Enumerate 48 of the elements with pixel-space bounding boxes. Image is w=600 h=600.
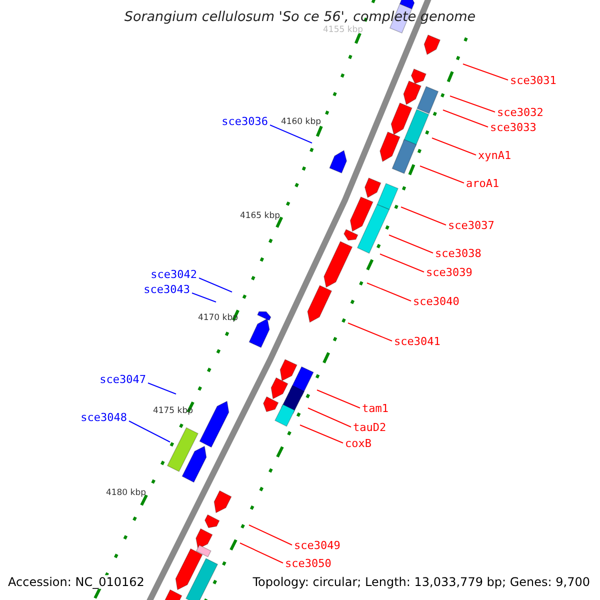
- scale-label: 4165 kbp: [240, 210, 280, 223]
- leader-line: [420, 166, 464, 184]
- gene-label: sce3042: [150, 268, 197, 282]
- leader-line: [316, 390, 360, 408]
- gene-label: coxB: [345, 437, 372, 451]
- gene-label: sce3040: [413, 295, 460, 309]
- gene-label: sce3039: [426, 266, 472, 280]
- leader-line: [380, 254, 424, 272]
- gene-label: sce3036: [222, 115, 268, 129]
- scale-label: 4155 kbp: [323, 24, 364, 37]
- leader-line: [366, 282, 412, 302]
- leader-line: [442, 110, 488, 128]
- leader-line: [248, 524, 292, 546]
- accession-text: Accession: NC_010162: [8, 575, 144, 589]
- gene-label: sce3037: [448, 219, 494, 233]
- leader-line: [388, 234, 434, 254]
- gene-label: sce3049: [294, 539, 340, 553]
- leader-line: [308, 408, 352, 428]
- gene-label: tam1: [362, 402, 388, 416]
- gene-label: sce3047: [100, 373, 146, 387]
- leader-line: [462, 64, 508, 80]
- gene-label: xynA1: [478, 149, 512, 163]
- title: Sorangium cellulosum 'So ce 56', complete genome: [123, 10, 477, 24]
- leader-line: [300, 424, 344, 444]
- genome-summary-text: Topology: circular; Length: 13,033,779 bp; Genes: 9,700: [252, 575, 590, 589]
- gene-label: sce3048: [80, 411, 127, 425]
- gene-label: sce3050: [285, 557, 332, 571]
- gene-label: sce3038: [435, 247, 482, 261]
- leader-line: [432, 138, 476, 156]
- leader-line: [148, 382, 176, 394]
- gene-label: sce3032: [497, 106, 544, 120]
- gene-label: sce3033: [490, 121, 536, 135]
- gene-label: sce3031: [510, 74, 556, 88]
- leader-line: [450, 96, 496, 112]
- scale-label: 4180 kbp: [106, 487, 146, 500]
- scale-label: 4160 kbp: [280, 116, 321, 129]
- leader-line: [192, 292, 216, 302]
- leader-line: [128, 420, 170, 442]
- leader-line: [198, 278, 232, 292]
- leader-line: [400, 206, 446, 226]
- gene-label: aroA1: [466, 177, 500, 191]
- gene-label: tauD2: [353, 421, 386, 435]
- scale-label: 4175 kbp: [152, 405, 193, 418]
- leader-line: [348, 322, 392, 342]
- gene-label: sce3043: [144, 283, 190, 297]
- gene-label: sce3041: [394, 335, 440, 349]
- leader-line: [240, 542, 284, 564]
- leader-line: [270, 124, 312, 144]
